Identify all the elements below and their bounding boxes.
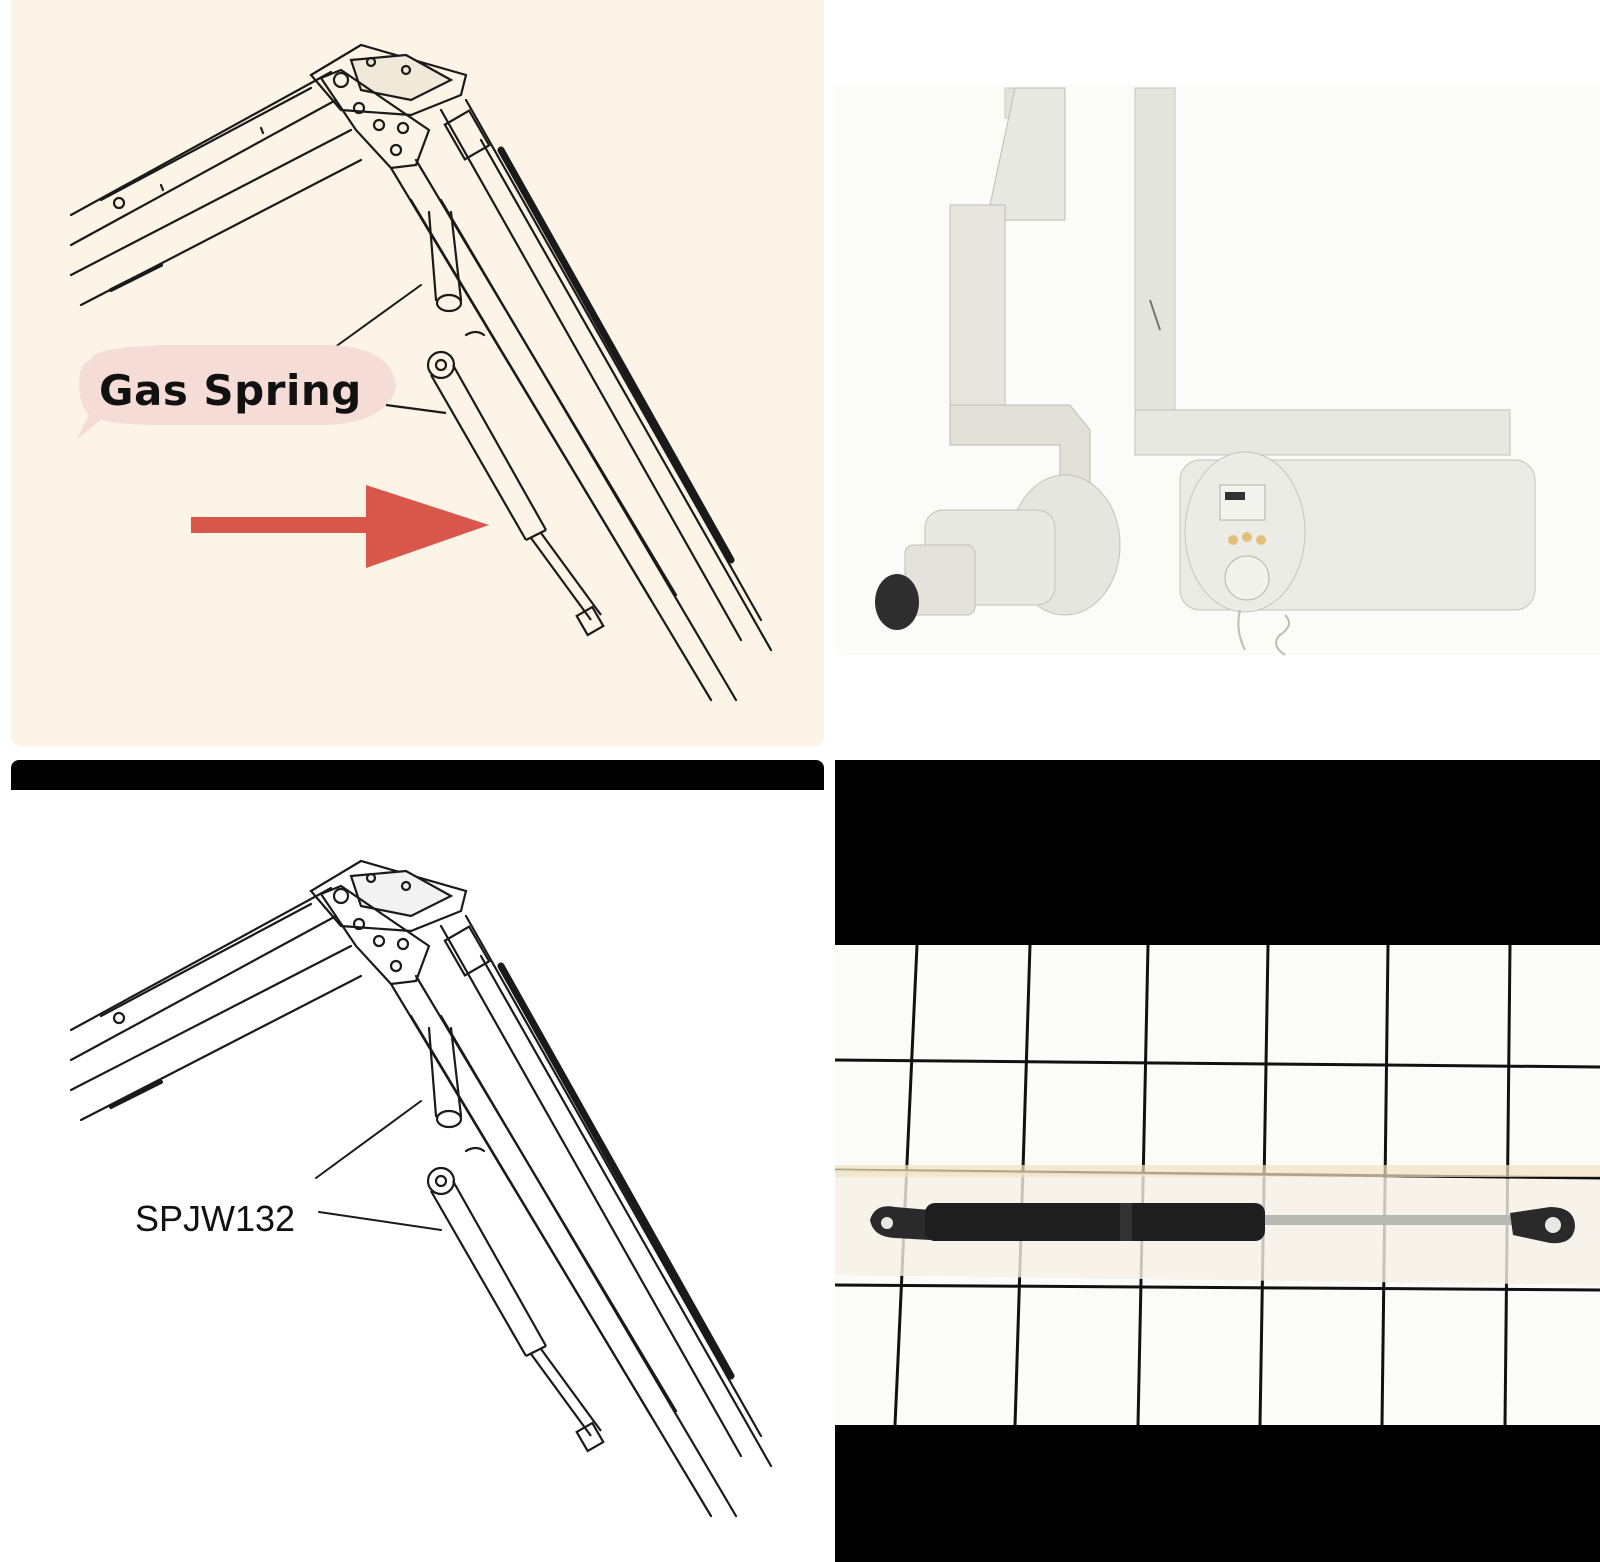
part-number-label: SPJW132 <box>135 1198 296 1239</box>
gas-spring-callout-label: Gas Spring <box>99 366 362 415</box>
gas-spring-photo-panel <box>835 760 1600 1562</box>
black-band <box>835 760 1600 945</box>
diagram-panel-part-number: SPJW132 <box>11 760 824 1562</box>
callout-bubble <box>76 345 396 440</box>
arm-diagram <box>69 43 773 702</box>
gas-spring-icon <box>385 350 605 637</box>
gas-spring-product-photo <box>835 945 1600 1425</box>
xray-unit-photo-panel <box>835 0 1600 750</box>
gas-spring-icon <box>870 1203 1575 1244</box>
black-band <box>11 760 824 790</box>
arm-diagram <box>69 859 773 1518</box>
grid-background <box>835 945 1600 1425</box>
arrow-right-icon <box>191 485 489 568</box>
wall-mounted-xray-unit <box>835 85 1600 656</box>
diagram-panel-gas-spring: Gas Spring <box>11 0 824 747</box>
gas-spring-icon <box>426 1166 605 1453</box>
black-band <box>835 1425 1600 1562</box>
